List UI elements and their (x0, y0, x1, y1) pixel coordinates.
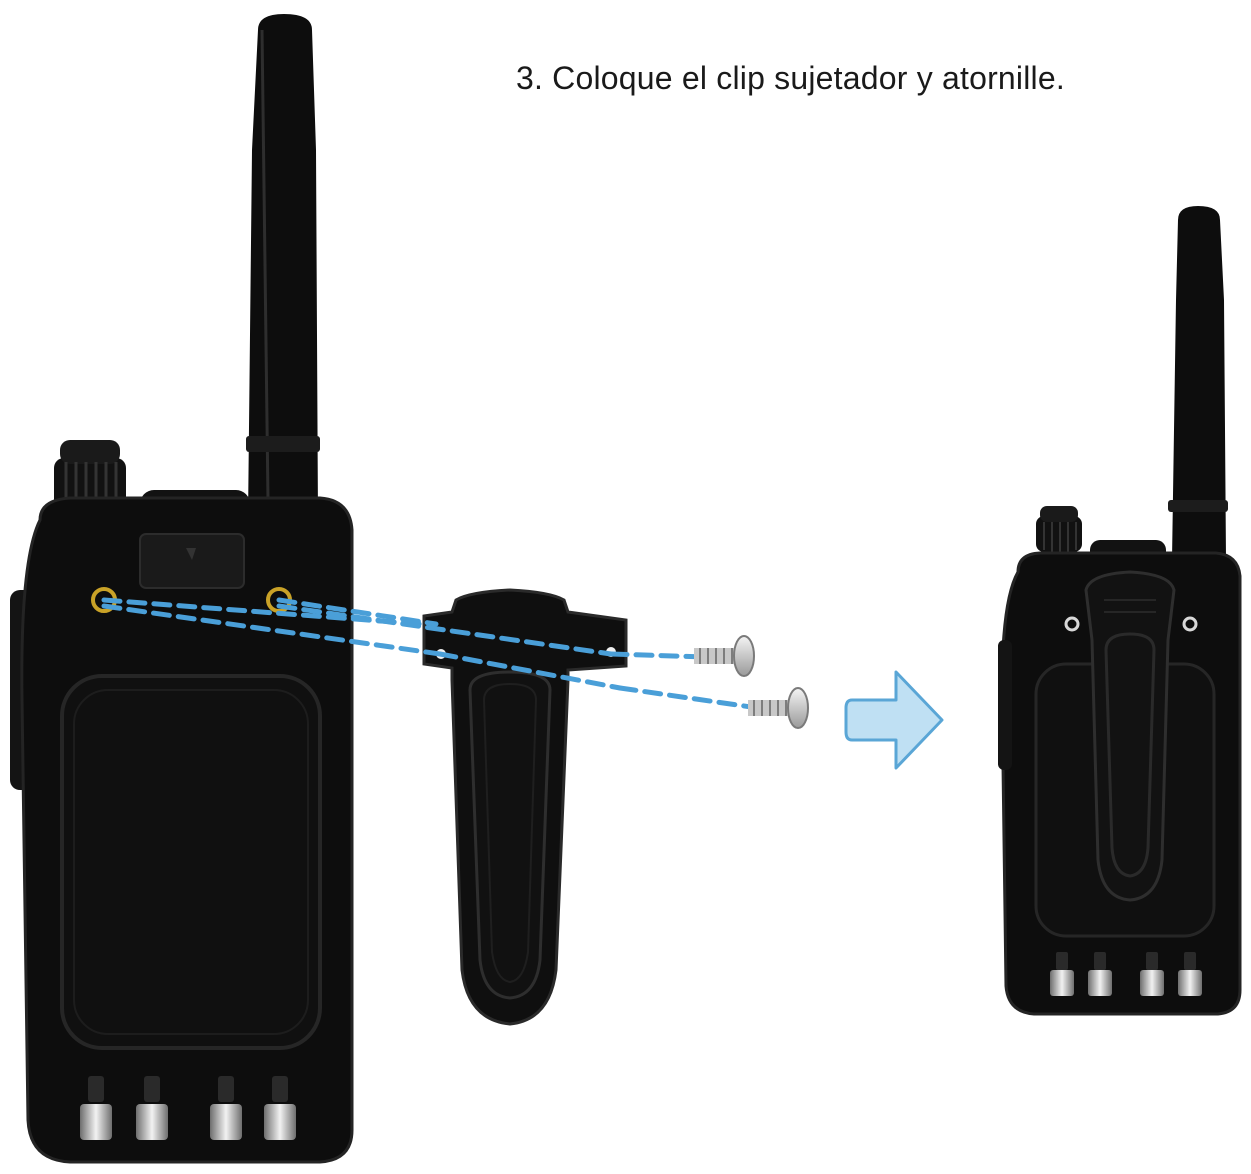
radio-with-clip-icon (998, 206, 1240, 1014)
radio-back-icon (10, 14, 352, 1162)
screw-icon (748, 688, 808, 728)
screw-icon (694, 636, 754, 676)
arrow-right-icon (846, 672, 942, 768)
